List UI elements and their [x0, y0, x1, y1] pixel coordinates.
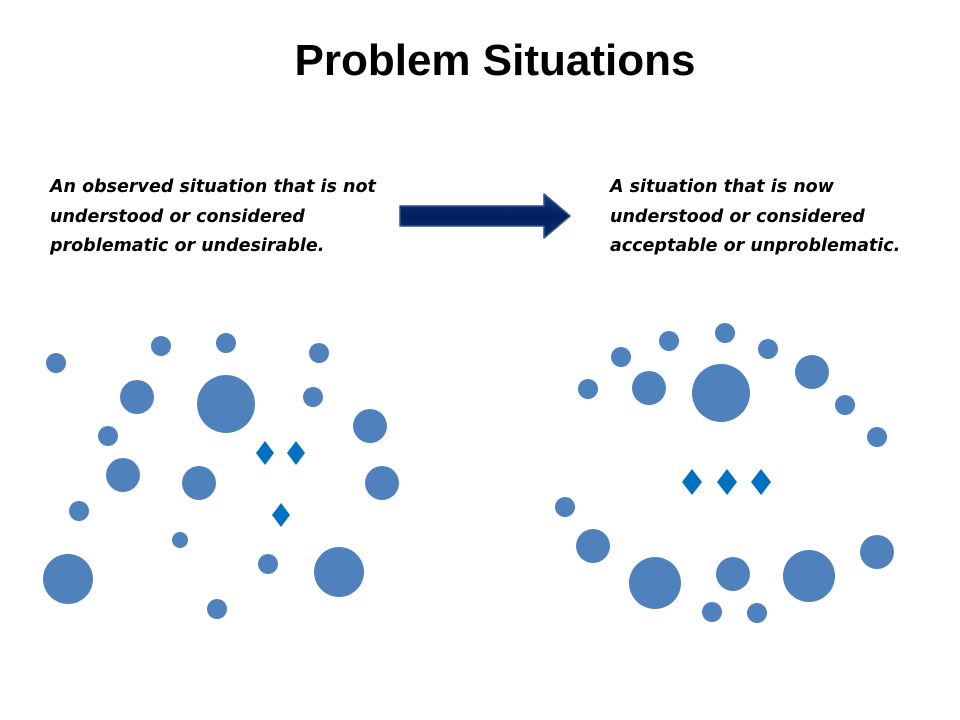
after-cluster — [555, 323, 894, 623]
right-arrow-icon — [399, 193, 571, 239]
circle-icon — [758, 339, 778, 359]
circle-icon — [216, 333, 236, 353]
circle-icon — [197, 375, 255, 433]
circle-icon — [576, 529, 610, 563]
after-caption: A situation that is now understood or co… — [610, 177, 901, 256]
diamond-icon — [751, 469, 771, 495]
circle-icon — [309, 343, 329, 363]
circle-icon — [629, 557, 681, 609]
circle-icon — [795, 355, 829, 389]
circle-icon — [702, 602, 722, 622]
circle-icon — [715, 323, 735, 343]
diamond-icon — [682, 469, 702, 495]
circle-icon — [43, 554, 93, 604]
circle-icon — [835, 395, 855, 415]
diamond-icon — [287, 441, 305, 465]
diamond-icon — [717, 469, 737, 495]
circle-icon — [578, 379, 598, 399]
circle-icon — [611, 347, 631, 367]
circle-icon — [783, 550, 835, 602]
circle-icon — [98, 426, 118, 446]
circle-icon — [365, 466, 399, 500]
before-cluster — [43, 333, 399, 619]
circle-icon — [207, 599, 227, 619]
diamond-icon — [272, 503, 290, 527]
circle-icon — [860, 535, 894, 569]
circle-icon — [314, 547, 364, 597]
circle-icon — [151, 336, 171, 356]
circle-icon — [258, 554, 278, 574]
circle-icon — [747, 603, 767, 623]
circle-icon — [659, 331, 679, 351]
circle-icon — [632, 371, 666, 405]
diamond-icon — [256, 441, 274, 465]
circle-icon — [692, 364, 750, 422]
circle-icon — [46, 353, 66, 373]
circle-icon — [182, 466, 216, 500]
circle-icon — [303, 387, 323, 407]
slide-title: Problem Situations — [294, 36, 696, 85]
circle-icon — [867, 427, 887, 447]
circle-icon — [120, 380, 154, 414]
before-caption: An observed situation that is not unders… — [50, 177, 376, 256]
circle-icon — [106, 458, 140, 492]
circle-icon — [716, 557, 750, 591]
circle-icon — [555, 497, 575, 517]
circle-icon — [69, 501, 89, 521]
circle-icon — [172, 532, 188, 548]
circle-icon — [353, 409, 387, 443]
